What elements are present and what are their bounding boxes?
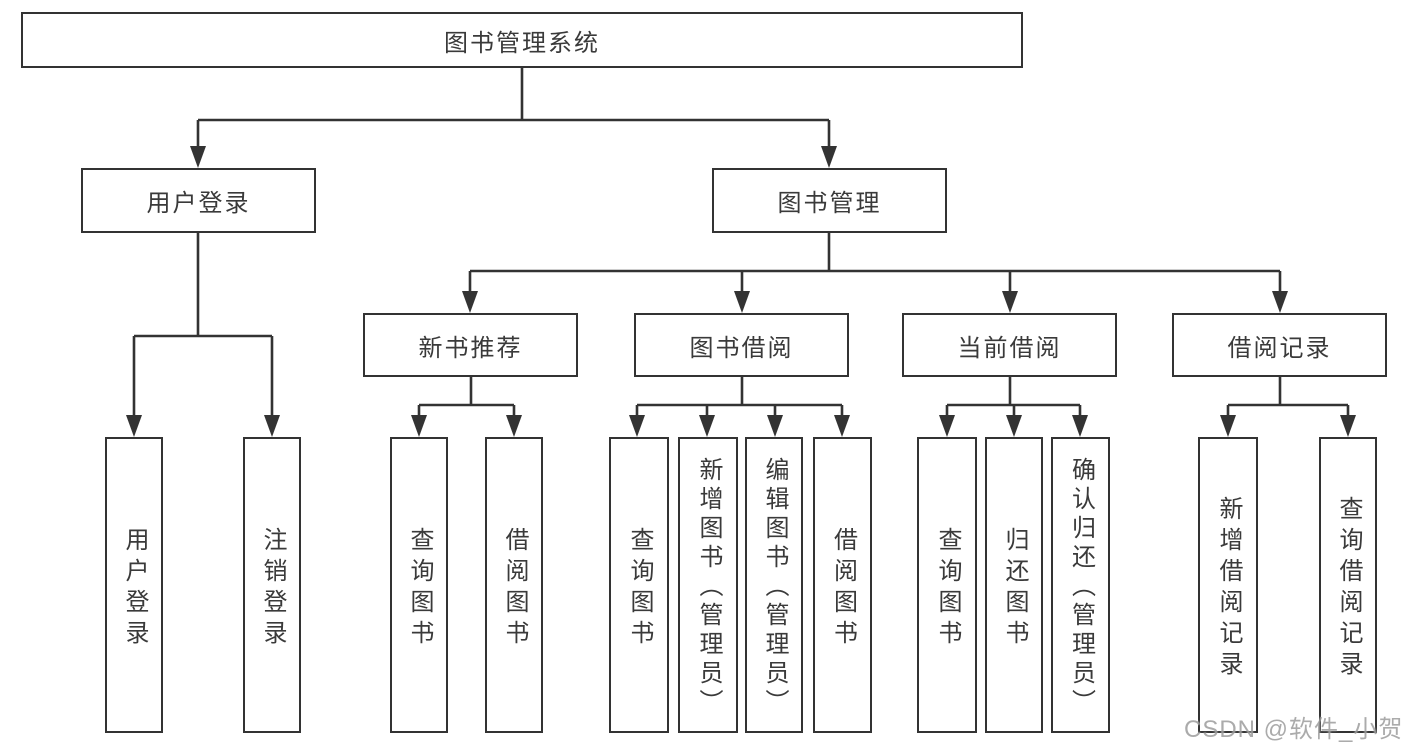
node-book-management: 图书管理 bbox=[712, 168, 947, 233]
connector-book-management bbox=[468, 233, 1282, 295]
node-edit-book-admin: 编辑图书（管理员） bbox=[745, 437, 803, 733]
node-current-borrow: 当前借阅 bbox=[902, 313, 1117, 377]
node-new-book-recommend-label: 新书推荐 bbox=[418, 334, 523, 362]
connector-book-borrow bbox=[635, 377, 844, 421]
node-book-borrow-label: 图书借阅 bbox=[689, 334, 794, 362]
node-user-login-label: 用户登录 bbox=[146, 190, 251, 217]
node-user-login-leaf-label: 用户登录 bbox=[121, 526, 148, 651]
node-return-books-label: 归还图书 bbox=[1001, 526, 1028, 651]
watermark-text: CSDN @软件_小贺同学 bbox=[1184, 716, 1405, 743]
node-return-books: 归还图书 bbox=[985, 437, 1043, 733]
connector-new-book-recommend bbox=[417, 377, 516, 421]
node-current-borrow-label: 当前借阅 bbox=[957, 334, 1062, 362]
node-borrow-books-borrow-label: 借阅图书 bbox=[829, 526, 857, 651]
node-query-books-recommend-label: 查询图书 bbox=[406, 526, 433, 651]
connector-user-login bbox=[132, 232, 274, 419]
connector-root bbox=[196, 68, 831, 150]
node-user-login-leaf: 用户登录 bbox=[105, 437, 163, 733]
node-query-books-borrow: 查询图书 bbox=[609, 437, 669, 733]
node-borrow-records-label: 借阅记录 bbox=[1227, 334, 1332, 362]
node-add-borrow-record-label: 新增借阅记录 bbox=[1215, 495, 1242, 682]
node-confirm-return-admin: 确认归还（管理员） bbox=[1051, 437, 1110, 733]
node-new-book-recommend: 新书推荐 bbox=[363, 313, 578, 377]
node-root: 图书管理系统 bbox=[21, 12, 1023, 68]
node-borrow-books-borrow: 借阅图书 bbox=[813, 437, 872, 733]
node-book-borrow: 图书借阅 bbox=[634, 313, 849, 377]
node-borrow-books-recommend-label: 借阅图书 bbox=[501, 526, 528, 651]
node-user-login: 用户登录 bbox=[81, 168, 316, 233]
node-book-management-label: 图书管理 bbox=[777, 190, 882, 217]
connector-borrow-records bbox=[1226, 377, 1350, 421]
node-query-borrow-record-label: 查询借阅记录 bbox=[1335, 495, 1362, 682]
node-query-books-current-label: 查询图书 bbox=[934, 526, 961, 651]
node-add-borrow-record: 新增借阅记录 bbox=[1198, 437, 1258, 733]
node-confirm-return-admin-label: 确认归还（管理员） bbox=[1067, 457, 1095, 718]
node-add-book-admin-label: 新增图书（管理员） bbox=[695, 457, 722, 718]
node-query-borrow-record: 查询借阅记录 bbox=[1319, 437, 1377, 733]
node-query-books-current: 查询图书 bbox=[917, 437, 977, 733]
node-borrow-records: 借阅记录 bbox=[1172, 313, 1387, 377]
node-logout: 注销登录 bbox=[243, 437, 301, 733]
node-query-books-recommend: 查询图书 bbox=[390, 437, 448, 733]
node-add-book-admin: 新增图书（管理员） bbox=[678, 437, 738, 733]
node-root-label: 图书管理系统 bbox=[444, 29, 600, 57]
node-query-books-borrow-label: 查询图书 bbox=[626, 526, 653, 651]
connector-current-borrow bbox=[945, 377, 1082, 421]
node-edit-book-admin-label: 编辑图书（管理员） bbox=[761, 457, 788, 718]
node-logout-label: 注销登录 bbox=[259, 526, 286, 651]
node-borrow-books-recommend: 借阅图书 bbox=[485, 437, 543, 733]
